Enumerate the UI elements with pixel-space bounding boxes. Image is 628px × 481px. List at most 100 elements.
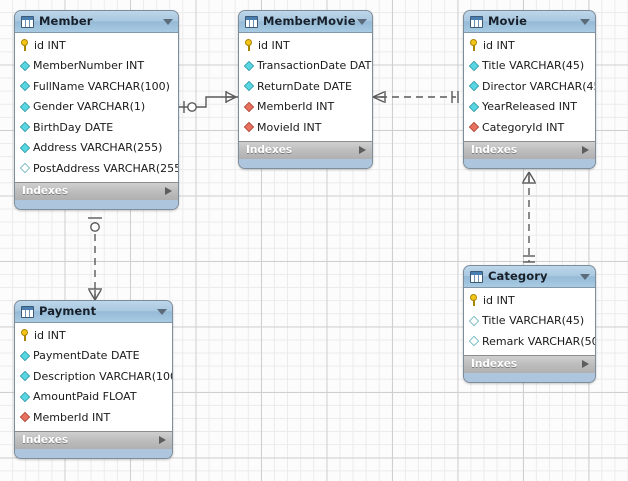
column-label: AmountPaid FLOAT <box>33 390 137 404</box>
foreign-key-icon <box>243 122 255 133</box>
table-row[interactable]: AmountPaid FLOAT <box>15 387 172 408</box>
indexes-section-payment[interactable]: Indexes <box>15 430 172 449</box>
column-label: MemberNumber INT <box>33 59 145 73</box>
table-title: MemberMovie <box>263 13 356 28</box>
table-movie[interactable]: Movie id INT Title VARCHAR(45) Director … <box>463 10 596 169</box>
nullable-column-icon <box>468 315 480 326</box>
indexes-section-category[interactable]: Indexes <box>464 354 595 373</box>
table-row[interactable]: MovieId INT <box>239 117 372 138</box>
table-row[interactable]: id INT <box>464 290 595 311</box>
chevron-right-icon[interactable] <box>359 146 366 154</box>
primary-key-icon <box>469 294 480 307</box>
column-icon <box>243 81 255 92</box>
column-icon <box>19 371 31 382</box>
chevron-down-icon[interactable] <box>157 308 167 315</box>
relationship-membermovie-movie[interactable] <box>372 91 459 103</box>
table-row[interactable]: id INT <box>239 35 372 56</box>
table-header-category[interactable]: Category <box>464 266 595 288</box>
column-label: PostAddress VARCHAR(255) <box>33 161 179 175</box>
relationship-member-membermovie[interactable] <box>179 91 238 113</box>
table-row[interactable]: BirthDay DATE <box>15 117 178 138</box>
column-label: Director VARCHAR(45) <box>482 79 596 93</box>
table-row[interactable]: Address VARCHAR(255) <box>15 138 178 159</box>
table-member[interactable]: Member id INT MemberNumber INT FullName … <box>14 10 179 210</box>
table-row[interactable]: Director VARCHAR(45) <box>464 76 595 97</box>
column-label: ReturnDate DATE <box>257 79 352 93</box>
column-label: PaymentDate DATE <box>33 349 140 363</box>
column-label: MemberId INT <box>257 100 335 114</box>
table-icon <box>21 15 34 28</box>
chevron-down-icon[interactable] <box>163 18 173 25</box>
table-header-membermovie[interactable]: MemberMovie <box>239 11 372 33</box>
column-label: Title VARCHAR(45) <box>482 59 585 73</box>
foreign-key-icon <box>468 122 480 133</box>
table-row[interactable]: CategoryId INT <box>464 117 595 138</box>
table-row[interactable]: Remark VARCHAR(500) <box>464 331 595 352</box>
indexes-section-movie[interactable]: Indexes <box>464 140 595 159</box>
column-icon <box>19 81 31 92</box>
table-tail <box>239 158 372 168</box>
table-header-movie[interactable]: Movie <box>464 11 595 33</box>
table-row[interactable]: FullName VARCHAR(100) <box>15 76 178 97</box>
column-icon <box>468 101 480 112</box>
table-row[interactable]: id INT <box>464 35 595 56</box>
table-row[interactable]: Description VARCHAR(100) <box>15 366 172 387</box>
table-row[interactable]: id INT <box>15 325 172 346</box>
chevron-down-icon[interactable] <box>580 18 590 25</box>
chevron-right-icon[interactable] <box>582 360 589 368</box>
column-icon <box>468 60 480 71</box>
table-row[interactable]: MemberId INT <box>15 407 172 428</box>
table-payment[interactable]: Payment id INT PaymentDate DATE Descript… <box>14 300 173 459</box>
table-tail <box>15 448 172 458</box>
relationship-member-payment[interactable] <box>88 217 102 301</box>
table-header-payment[interactable]: Payment <box>15 301 172 323</box>
column-label: Title VARCHAR(45) <box>482 314 585 328</box>
table-row[interactable]: TransactionDate DATE <box>239 56 372 77</box>
table-row[interactable]: id INT <box>15 35 178 56</box>
column-label: CategoryId INT <box>482 120 565 134</box>
foreign-key-icon <box>243 101 255 112</box>
table-membermovie[interactable]: MemberMovie id INT TransactionDate DATE … <box>238 10 373 169</box>
relationship-movie-category[interactable] <box>522 171 536 263</box>
primary-key-icon <box>20 39 31 52</box>
indexes-label: Indexes <box>22 433 69 446</box>
indexes-section-membermovie[interactable]: Indexes <box>239 140 372 159</box>
indexes-label: Indexes <box>471 143 518 156</box>
chevron-down-icon[interactable] <box>357 18 367 25</box>
column-label: id INT <box>34 38 66 52</box>
column-icon <box>19 122 31 133</box>
column-list-payment: id INT PaymentDate DATE Description VARC… <box>15 323 172 431</box>
chevron-down-icon[interactable] <box>580 273 590 280</box>
table-row[interactable]: Title VARCHAR(45) <box>464 311 595 332</box>
foreign-key-icon <box>19 412 31 423</box>
table-header-member[interactable]: Member <box>15 11 178 33</box>
column-list-movie: id INT Title VARCHAR(45) Director VARCHA… <box>464 33 595 141</box>
table-row[interactable]: MemberNumber INT <box>15 56 178 77</box>
indexes-section-member[interactable]: Indexes <box>15 181 178 200</box>
table-row[interactable]: Gender VARCHAR(1) <box>15 97 178 118</box>
table-row[interactable]: PostAddress VARCHAR(255) <box>15 158 178 179</box>
table-icon <box>470 270 483 283</box>
column-icon <box>19 350 31 361</box>
column-label: Address VARCHAR(255) <box>33 141 163 155</box>
column-label: id INT <box>258 38 290 52</box>
table-tail <box>464 372 595 382</box>
primary-key-icon <box>20 329 31 342</box>
indexes-label: Indexes <box>471 357 518 370</box>
primary-key-icon <box>469 39 480 52</box>
table-row[interactable]: PaymentDate DATE <box>15 346 172 367</box>
chevron-right-icon[interactable] <box>159 436 166 444</box>
table-row[interactable]: MemberId INT <box>239 97 372 118</box>
chevron-right-icon[interactable] <box>582 146 589 154</box>
chevron-right-icon[interactable] <box>165 187 172 195</box>
indexes-label: Indexes <box>22 184 69 197</box>
column-icon <box>19 142 31 153</box>
table-title: Payment <box>39 303 97 318</box>
table-category[interactable]: Category id INT Title VARCHAR(45) Remark… <box>463 265 596 383</box>
table-row[interactable]: ReturnDate DATE <box>239 76 372 97</box>
table-row[interactable]: YearReleased INT <box>464 97 595 118</box>
column-label: MemberId INT <box>33 410 111 424</box>
column-label: id INT <box>483 38 515 52</box>
table-row[interactable]: Title VARCHAR(45) <box>464 56 595 77</box>
